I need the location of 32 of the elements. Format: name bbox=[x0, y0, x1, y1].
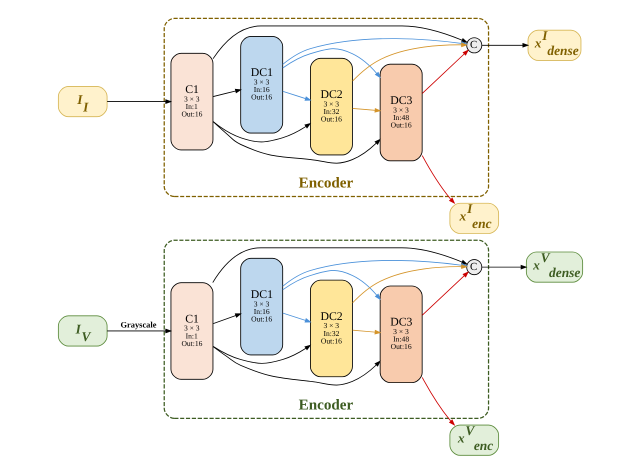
arrow bbox=[481, 42, 529, 48]
edge-label: Grayscale bbox=[120, 320, 156, 330]
arrow bbox=[212, 344, 311, 364]
arrow bbox=[352, 264, 468, 304]
arrow bbox=[282, 48, 380, 78]
arrow bbox=[352, 330, 381, 334]
arrow bbox=[282, 270, 380, 300]
arrow bbox=[421, 155, 455, 204]
node-box: DC3 3 × 3 In:48 Out:16 bbox=[379, 64, 422, 162]
arrow bbox=[282, 312, 312, 323]
arrow bbox=[352, 108, 381, 113]
arrow bbox=[421, 377, 455, 426]
arrow bbox=[282, 90, 312, 101]
node-box: DC2 3 × 3 In:32 Out:16 bbox=[310, 58, 352, 156]
node-circle: C bbox=[466, 259, 482, 276]
arrow bbox=[106, 328, 172, 334]
arrow bbox=[212, 346, 380, 386]
node-box: DC1 3 × 3 In:16 Out:16 bbox=[240, 36, 283, 134]
node-box: DC3 3 × 3 In:48 Out:16 bbox=[379, 286, 422, 384]
node-box: C1 3 × 3 In:1 Out:16 bbox=[170, 52, 213, 150]
arrow bbox=[421, 271, 469, 316]
arrow bbox=[212, 121, 380, 164]
arrow bbox=[481, 264, 527, 270]
arrow bbox=[212, 121, 311, 142]
arrow bbox=[212, 88, 242, 97]
arrow bbox=[106, 99, 172, 104]
node-box: C1 3 × 3 In:1 Out:16 bbox=[170, 282, 213, 380]
arrow bbox=[212, 313, 242, 324]
node-circle: C bbox=[466, 37, 482, 54]
node-box: DC1 3 × 3 In:16 Out:16 bbox=[240, 258, 283, 356]
node-box: DC2 3 × 3 In:32 Out:16 bbox=[310, 280, 352, 378]
arrow bbox=[421, 49, 469, 94]
